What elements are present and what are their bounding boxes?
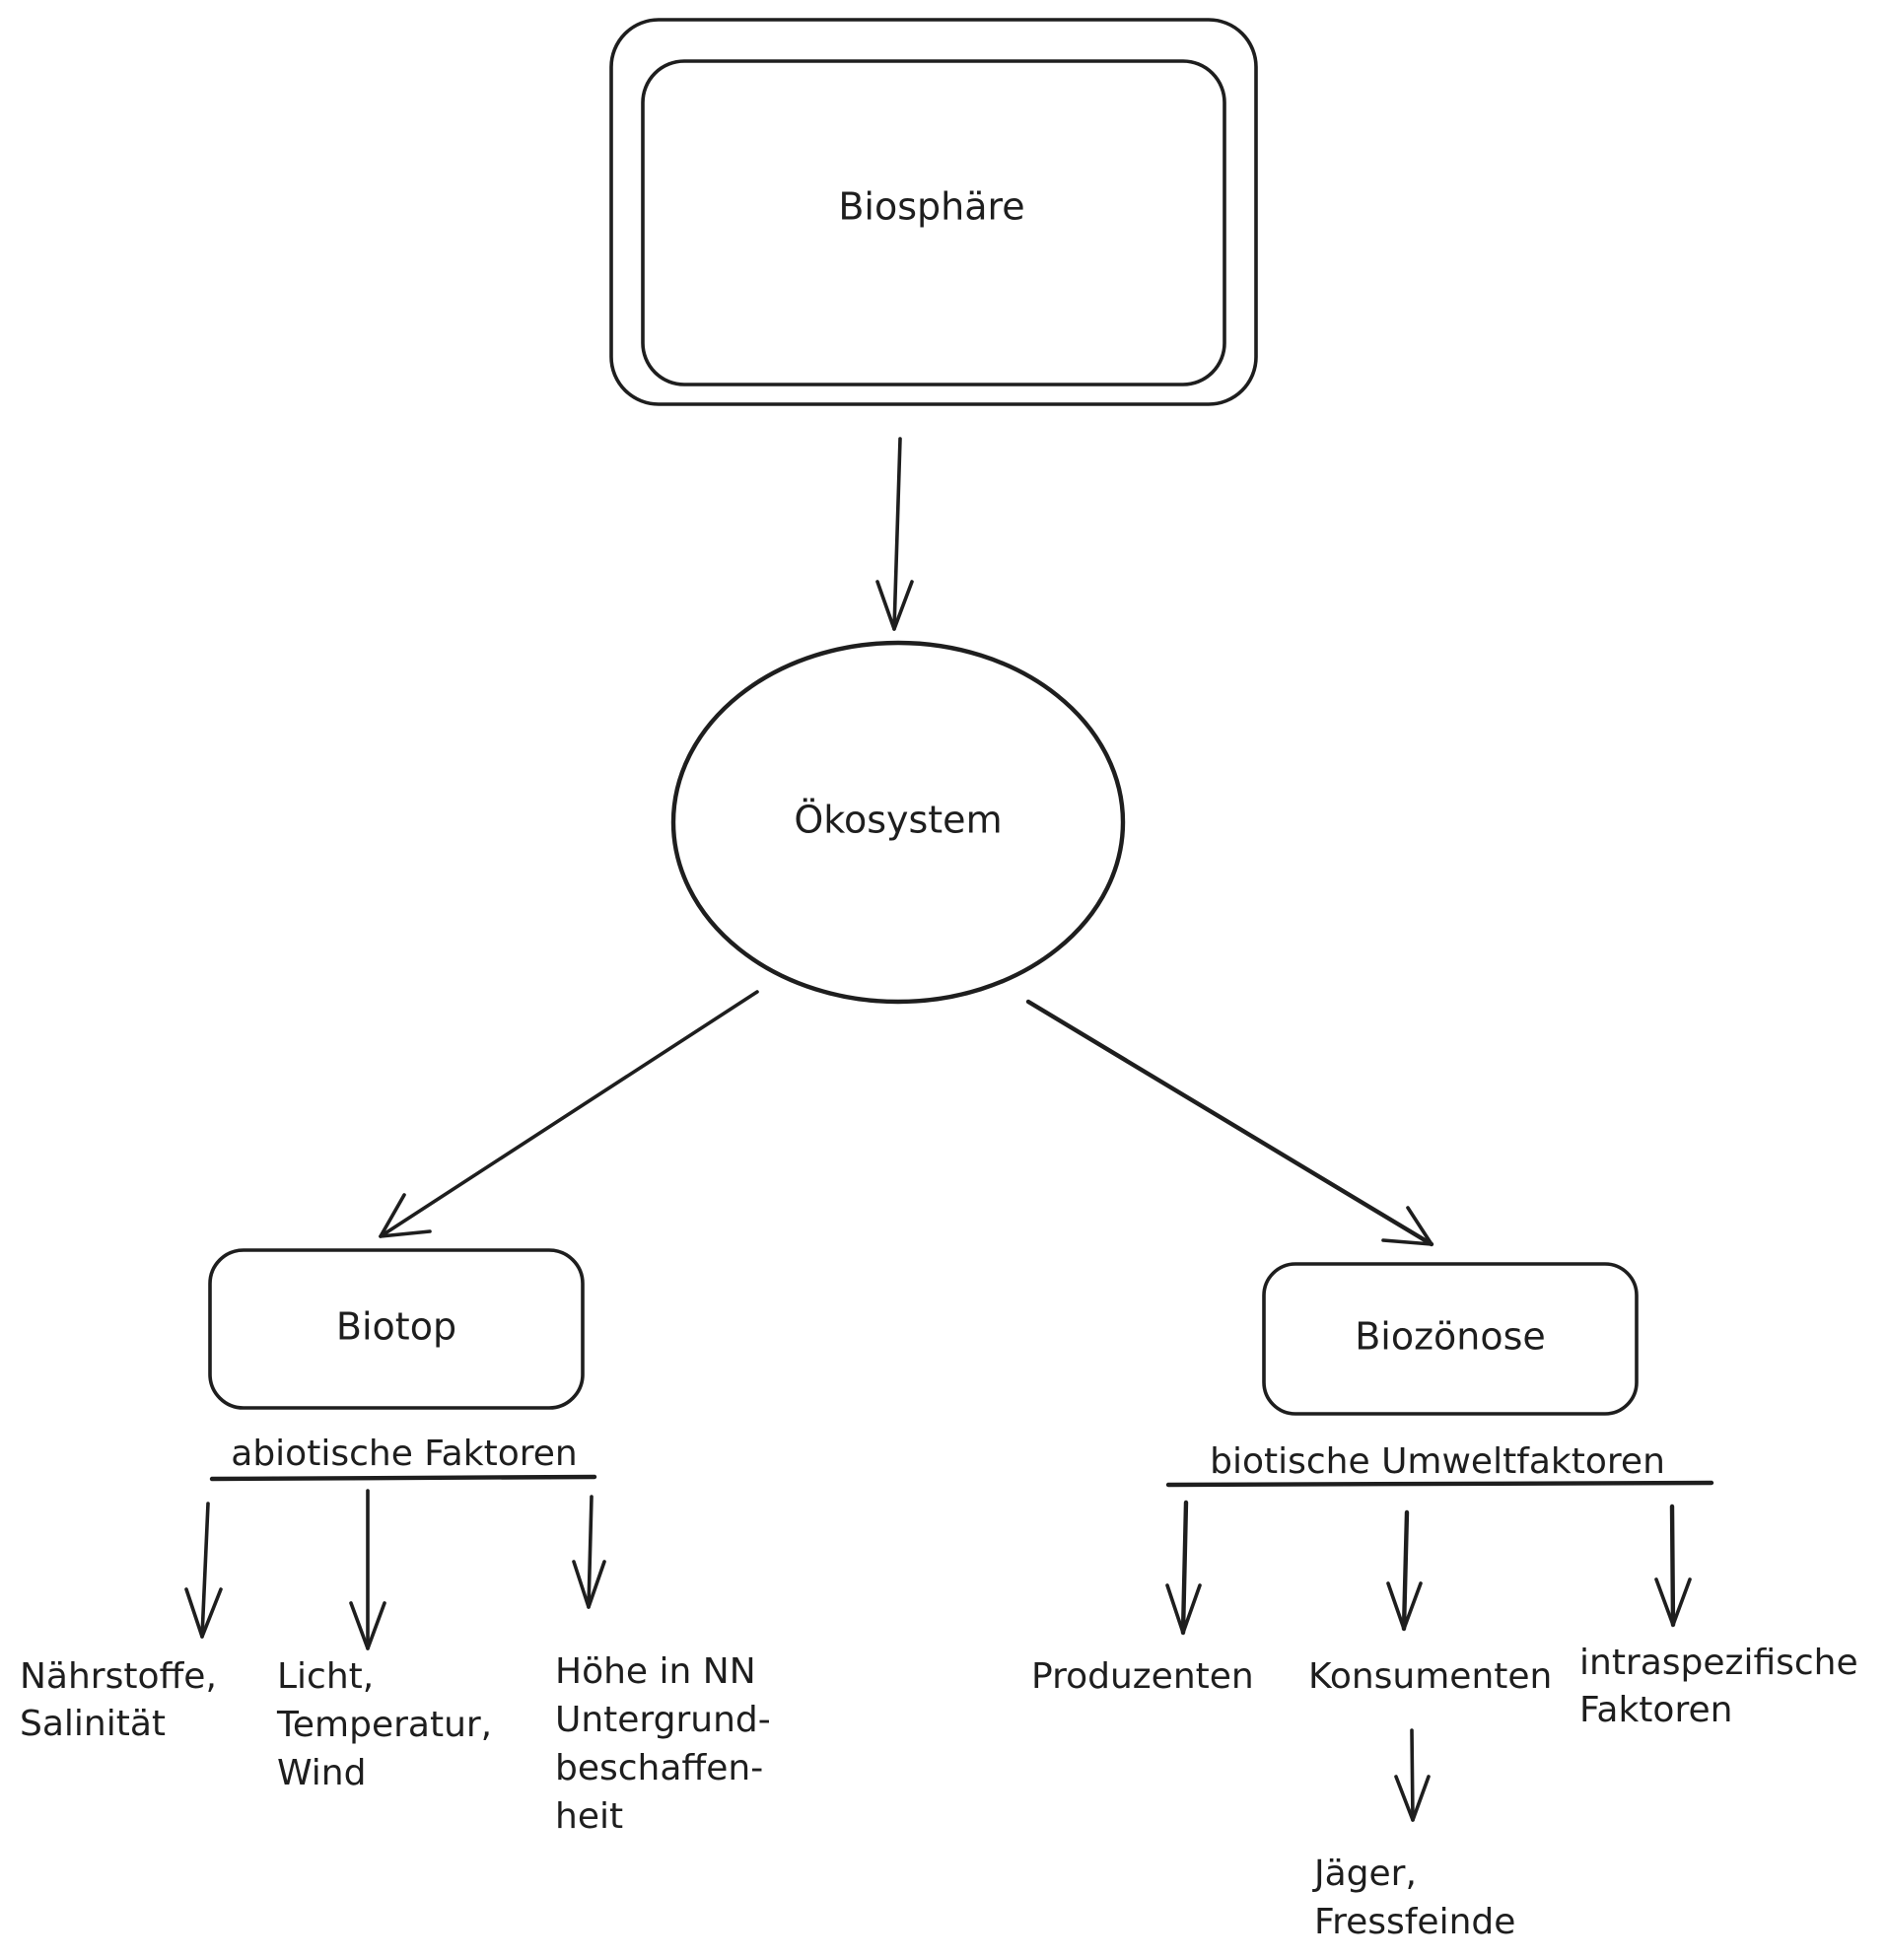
intraspezifisch-label: intraspezifische Faktoren xyxy=(1579,1643,1869,1730)
arrow-to-licht xyxy=(349,1489,386,1650)
konsumenten-label: Konsumenten xyxy=(1308,1656,1552,1697)
arrow-oekosystem-to-biotop xyxy=(379,990,759,1238)
hoehe-label: Höhe in NN Untergrund- beschaffen- heit xyxy=(555,1651,782,1837)
arrow-to-intraspezifisch xyxy=(1654,1504,1692,1628)
abiotic-category: abiotische Faktoren xyxy=(209,1434,597,1482)
jaeger-label: Jäger, Fressfeinde xyxy=(1312,1854,1515,1942)
arrow-to-hoehe xyxy=(572,1495,606,1609)
biotic-underline xyxy=(1165,1480,1714,1488)
oekosystem-node[interactable]: Ökosystem xyxy=(670,640,1126,1005)
abiotic-label: abiotische Faktoren xyxy=(231,1434,577,1474)
biotop-node[interactable]: Biotop xyxy=(208,1248,585,1410)
oekosystem-label: Ökosystem xyxy=(794,799,1002,842)
biotic-category: biotische Umweltfaktoren xyxy=(1165,1441,1714,1488)
biozoenose-node[interactable]: Biozönose xyxy=(1262,1262,1639,1416)
biozoenose-label: Biozönose xyxy=(1355,1315,1546,1359)
arrow-to-produzenten xyxy=(1165,1500,1202,1636)
naehrstoffe-label: Nährstoffe, Salinität xyxy=(20,1656,228,1744)
licht-label: Licht, Temperatur, Wind xyxy=(276,1656,504,1793)
biotop-label: Biotop xyxy=(336,1305,456,1349)
abiotic-underline xyxy=(209,1474,597,1482)
arrow-biosphaere-to-oekosystem xyxy=(875,437,914,631)
biosphaere-label: Biosphäre xyxy=(838,185,1024,229)
arrow-to-naehrstoffe xyxy=(184,1502,223,1639)
biosphaere-node[interactable]: Biosphäre xyxy=(609,18,1258,406)
arrow-oekosystem-to-biozoenose xyxy=(1025,999,1434,1247)
arrow-konsumenten-to-jaeger xyxy=(1394,1728,1431,1822)
biotic-label: biotische Umweltfaktoren xyxy=(1210,1441,1665,1482)
arrow-to-konsumenten xyxy=(1386,1509,1423,1632)
produzenten-label: Produzenten xyxy=(1031,1656,1254,1697)
